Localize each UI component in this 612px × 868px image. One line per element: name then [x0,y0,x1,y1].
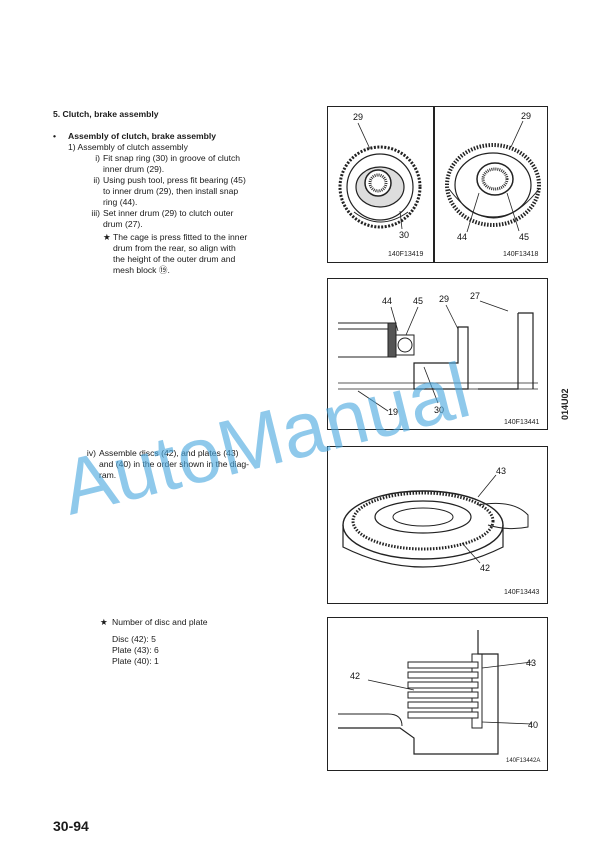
step-iii-number: iii) [91,208,100,218]
figure-2-drawing: 29 44 45 [445,111,541,242]
figure-1-label-29: 29 [353,112,363,122]
page-number: 30-94 [53,818,89,834]
step-i-line-2: inner drum (29). [103,164,165,174]
step-ii-line-1: Using push tool, press fit bearing (45) [103,175,246,185]
side-code: 014U02 [560,388,570,420]
step-iii-line-1: Set inner drum (29) to clutch outer [103,208,234,218]
figure-1: 29 30 140F13419 [327,106,434,263]
step-ii-number: ii) [93,175,100,185]
step-1-title: 1) Assembly of clutch assembly [68,142,188,152]
figure-2-label-29: 29 [521,111,531,121]
figure-1-label-30: 30 [399,230,409,240]
step-iv-line-3: ram. [99,470,117,480]
figure-1-drawing: 29 30 [338,112,422,240]
figure-2: 29 44 45 140F13418 [434,106,548,263]
note-line-1: The cage is press fitted to the inner [113,232,248,242]
note-line-3: the height of the outer drum and [113,254,236,264]
step-ii-line-3: ring (44). [103,197,138,207]
figure-2-label-45: 45 [519,232,529,242]
bullet: • [53,131,57,141]
count-disc-42: Disc (42): 5 [112,634,156,644]
step-ii-line-2: to inner drum (29), then install snap [103,186,239,196]
subsection-title: Assembly of clutch, brake assembly [68,131,217,141]
figure-2-label-44: 44 [457,232,467,242]
count-plate-40: Plate (40): 1 [112,656,159,666]
figure-3-label-45: 45 [413,296,423,306]
figure-5-code: 140F13442A [506,758,541,764]
step-i-line-1: Fit snap ring (30) in groove of clutch [103,153,241,163]
figure-3-label-30: 30 [434,405,444,415]
section-title: 5. Clutch, brake assembly [53,109,159,119]
figure-3-label-44: 44 [382,296,392,306]
figure-5: 42 43 40 140F13442A [327,617,548,771]
figure-3-label-29: 29 [439,294,449,304]
figure-3-label-27: 27 [470,291,480,301]
figure-2-code: 140F13418 [503,251,539,258]
figure-3-label-19: 19 [388,407,398,417]
step-iv-line-2: and (40) in the order shown in the diag- [99,459,250,469]
figure-4-code: 140F13443 [504,589,540,596]
count-plate-43: Plate (43): 6 [112,645,159,655]
step-iii-line-2: drum (27). [103,219,143,229]
figure-3-drawing: 44 45 29 27 19 30 [338,291,538,417]
figure-1-code: 140F13419 [388,251,424,258]
figure-3-code: 140F13441 [504,419,540,426]
count-title: Number of disc and plate [112,617,208,627]
figure-5-label-43: 43 [526,658,536,668]
figure-4-label-42: 42 [480,563,490,573]
step-iv-number: iv) [86,448,96,458]
figure-5-label-42: 42 [350,671,360,681]
figure-5-drawing: 42 43 40 [338,630,538,755]
note-star-icon: ★ [103,232,111,242]
figure-4: 43 42 140F13443 [327,446,548,604]
step-i-number: i) [95,153,100,163]
figure-4-label-43: 43 [496,466,506,476]
note-line-4: mesh block ⑲. [113,265,170,275]
figure-4-drawing: 43 42 [342,466,529,573]
figure-5-label-40: 40 [528,720,538,730]
count-star-icon: ★ [100,617,108,627]
note-line-2: drum from the rear, so align with [113,243,236,253]
step-iv-line-1: Assemble discs (42), and plates (43) [99,448,239,458]
figure-3: 44 45 29 27 19 30 140F13441 [327,278,548,430]
